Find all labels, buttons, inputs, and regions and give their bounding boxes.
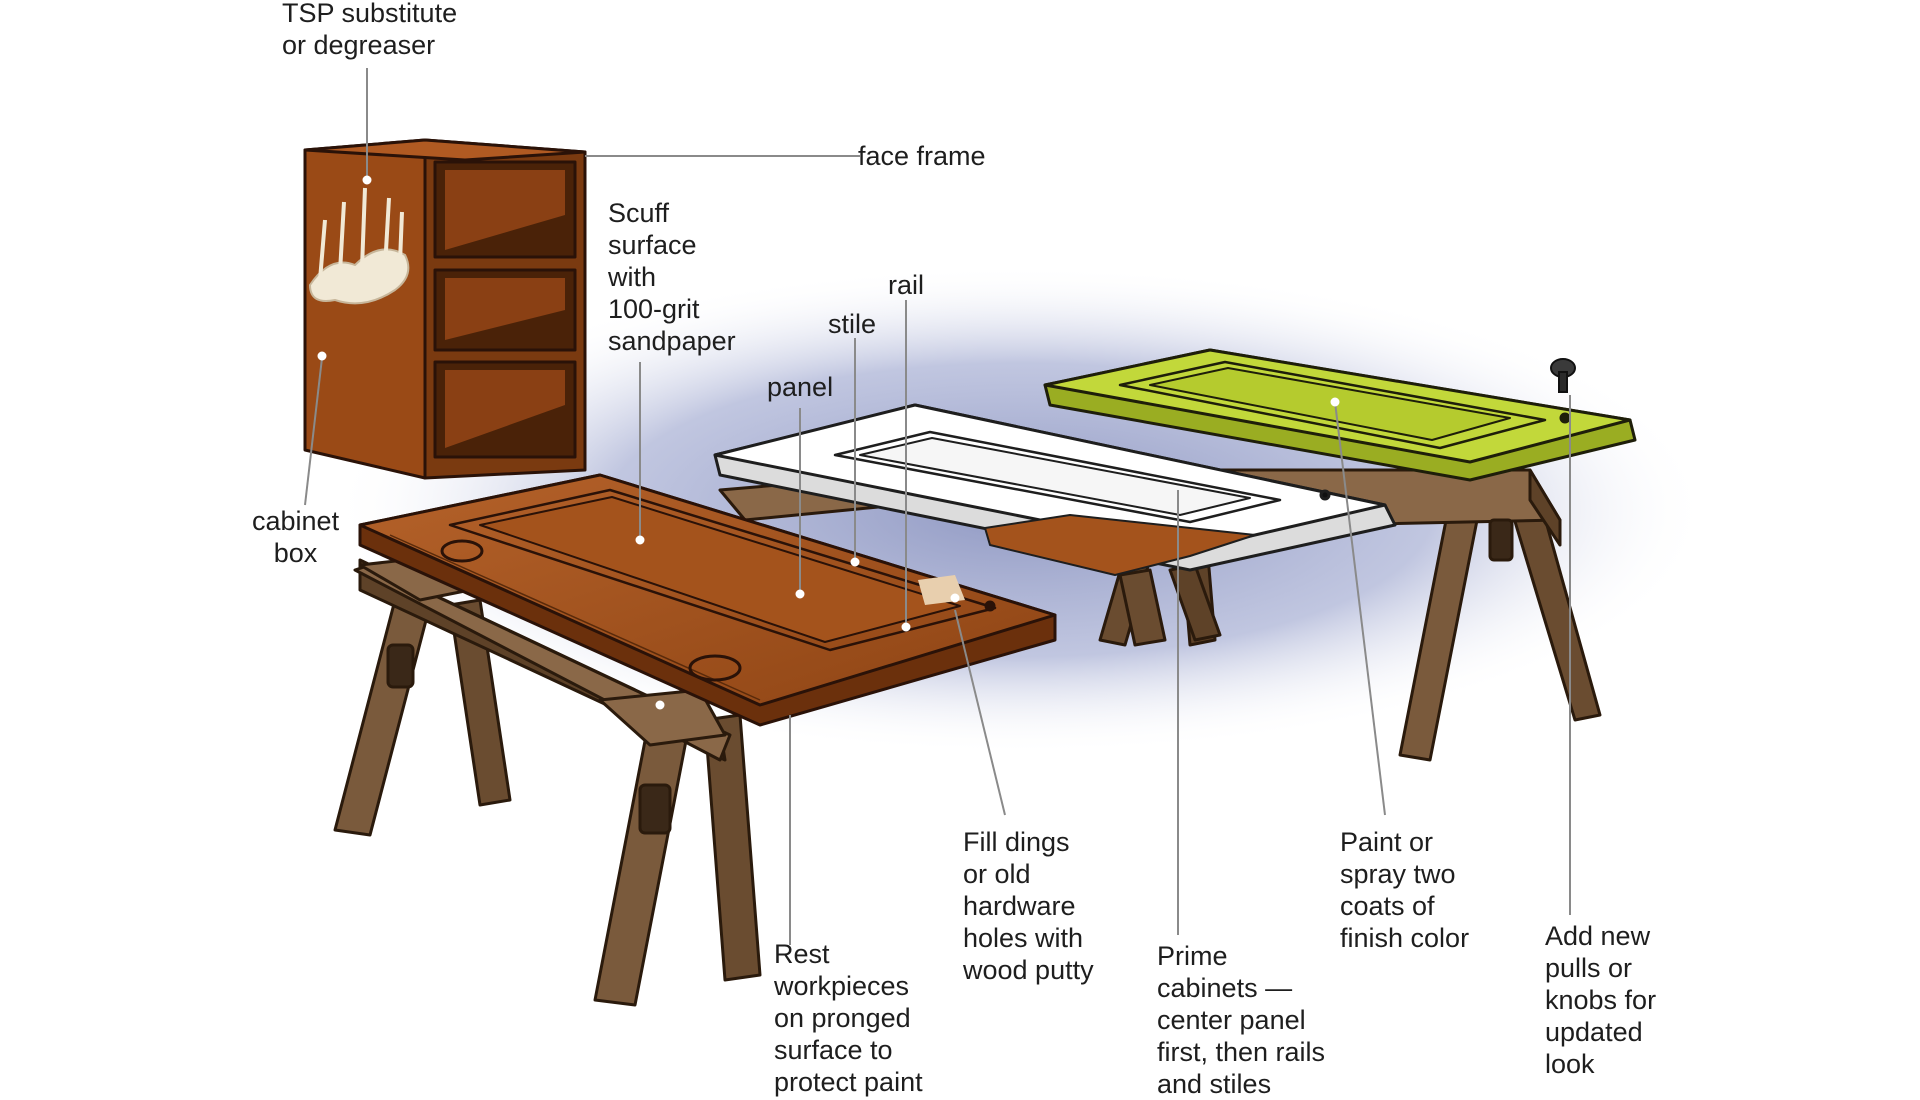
label-fill-dings: Fill dings or old hardware holes with wo… — [963, 827, 1094, 985]
door-primed — [713, 403, 1397, 576]
label-panel: panel — [767, 372, 834, 402]
label-paint-spray: Paint or spray two coats of finish color — [1340, 827, 1470, 953]
label-rest-workpieces: Rest workpieces on pronged surface to pr… — [774, 939, 923, 1097]
label-face-frame: face frame — [858, 141, 986, 171]
label-prime-cabinets: Prime cabinets — center panel first, the… — [1157, 941, 1326, 1099]
sawhorse-back — [1058, 468, 1602, 762]
leader-dots — [317, 175, 1340, 710]
sawhorse-front — [333, 558, 762, 1007]
cabinet — [303, 138, 587, 480]
label-tsp-substitute: TSP substitute or degreaser — [282, 0, 458, 60]
label-cabinet-box: cabinet box — [252, 506, 340, 568]
label-stile: stile — [828, 309, 877, 339]
knob — [1550, 358, 1576, 393]
label-rail: rail — [888, 270, 925, 300]
leader-lines — [304, 68, 1571, 945]
label-scuff-surface: Scuff surface with 100-grit sandpaper — [608, 198, 736, 356]
label-add-pulls: Add new pulls or knobs for updated look — [1545, 921, 1657, 1079]
door-finished — [1043, 348, 1637, 482]
door-wood — [358, 473, 1057, 727]
